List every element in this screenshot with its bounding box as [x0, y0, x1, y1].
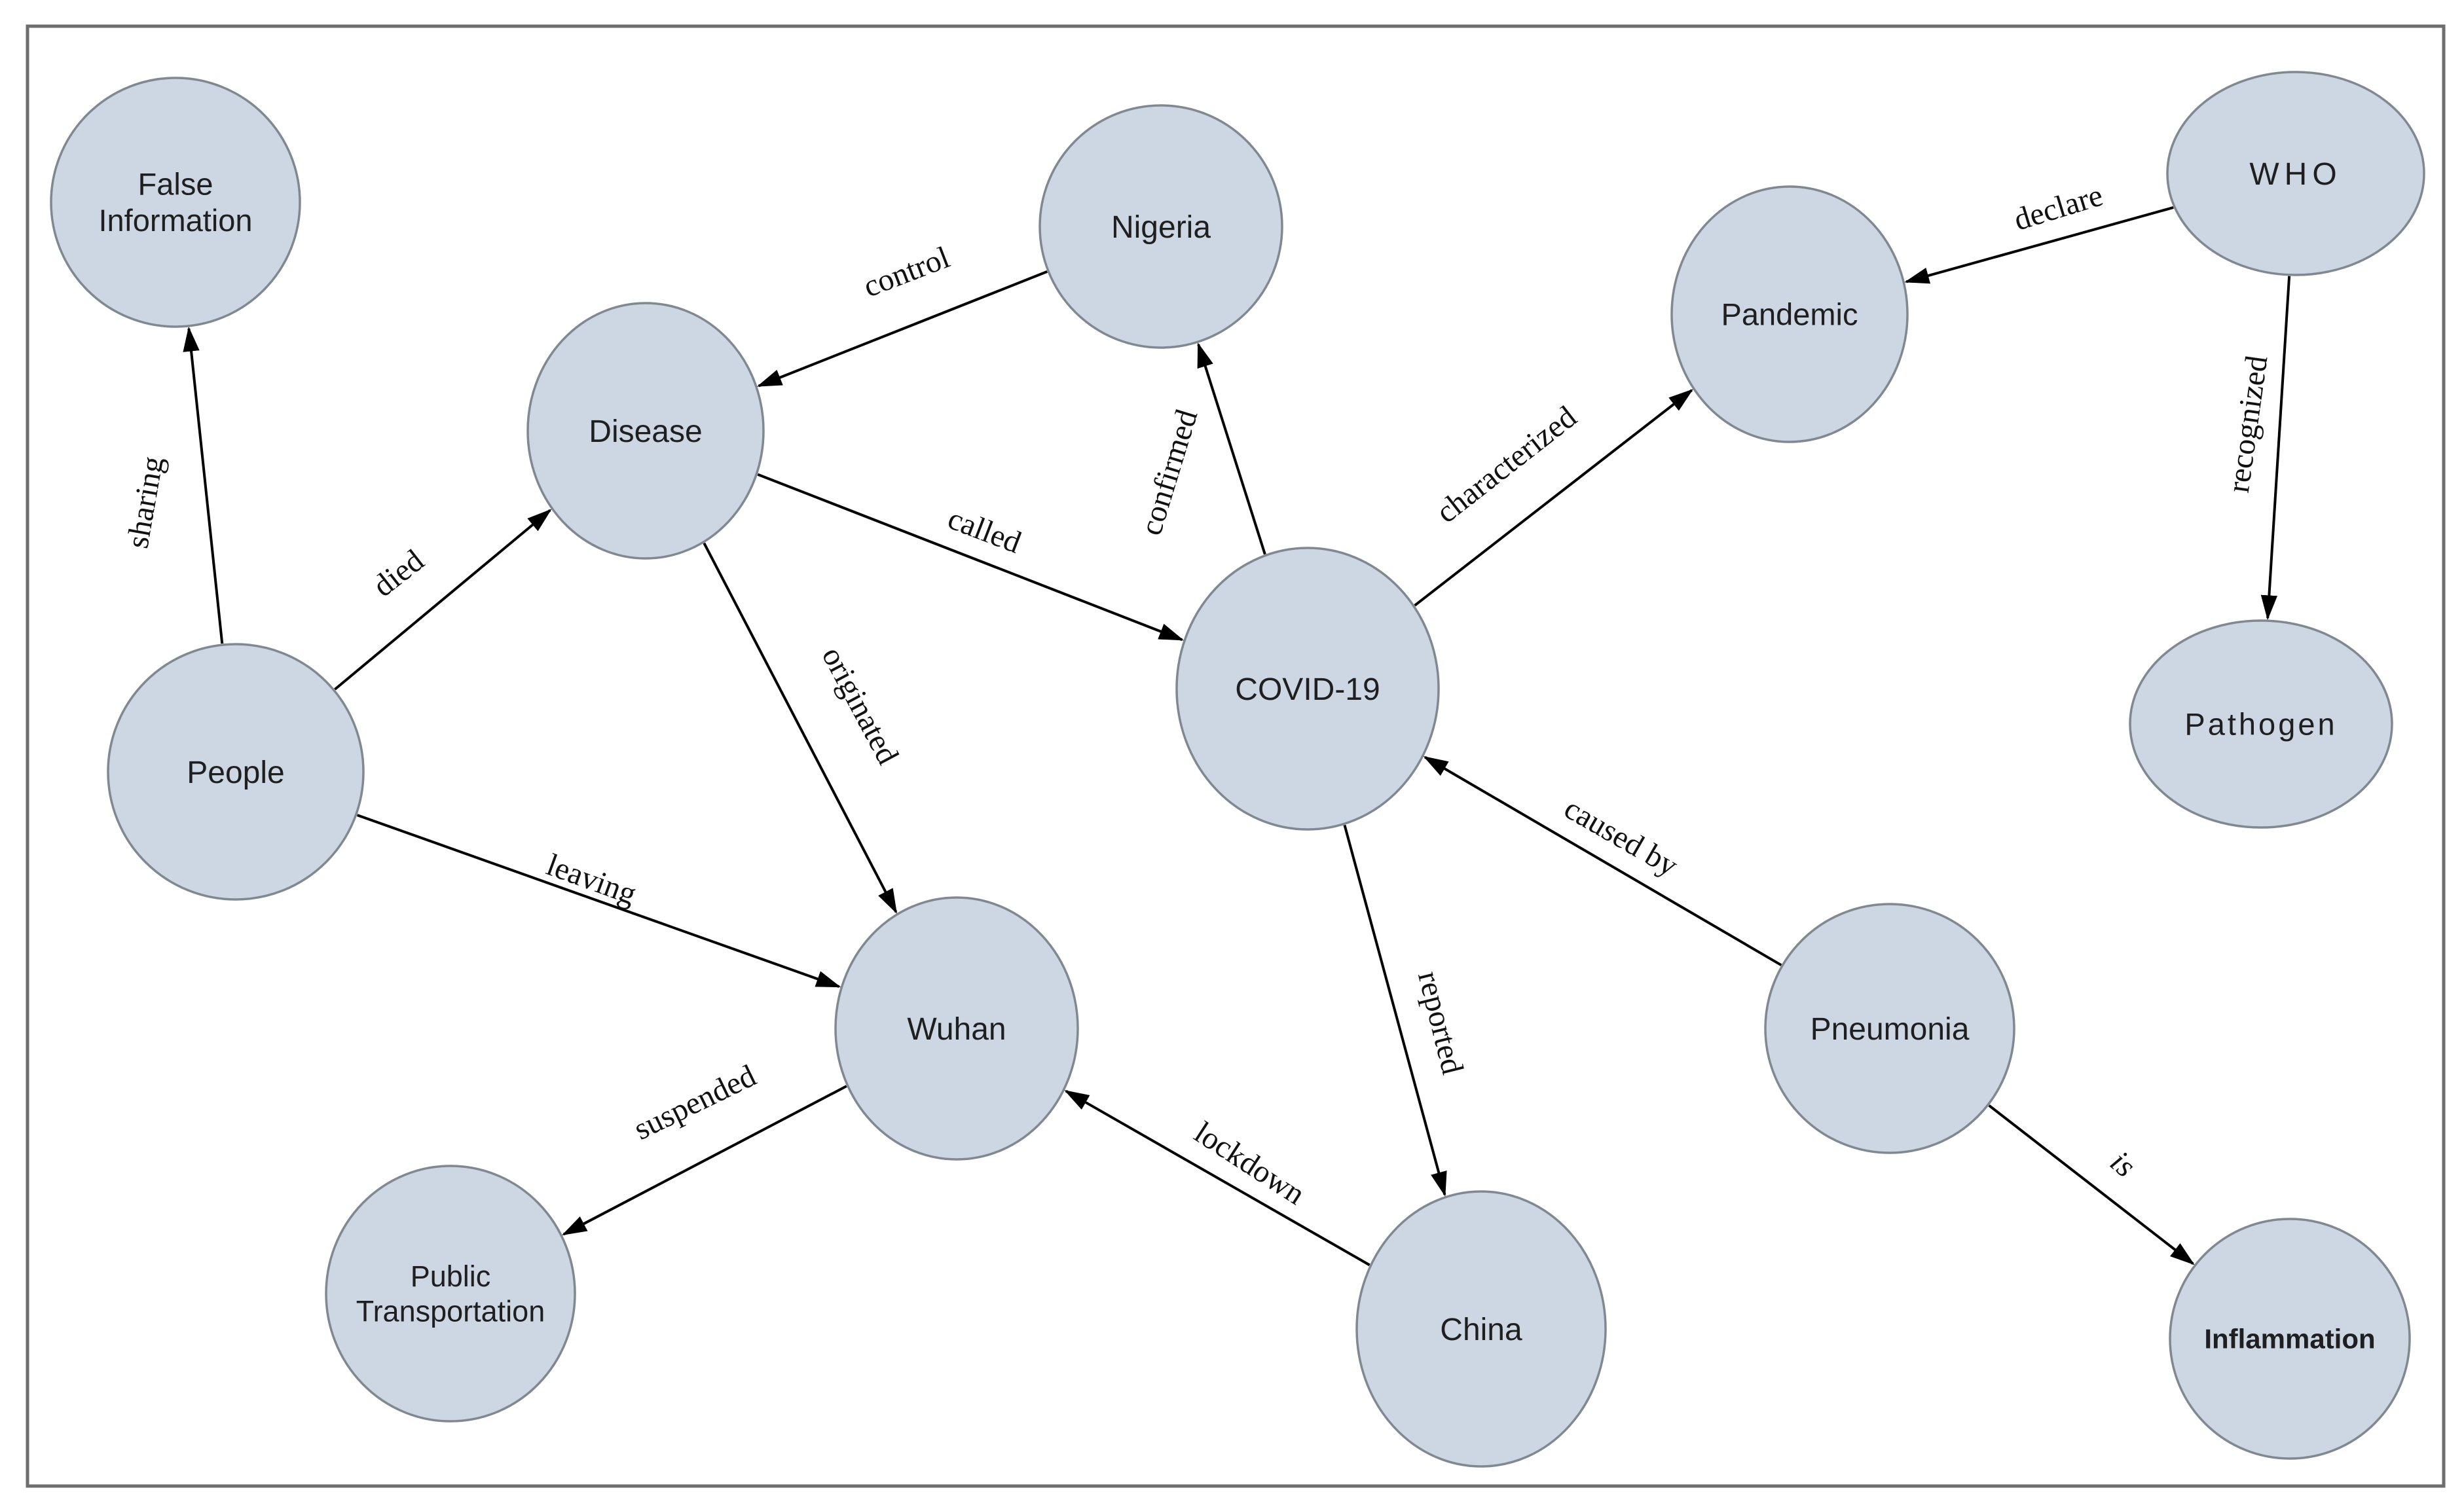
node-label: Disease	[589, 414, 702, 449]
edge-people-to-disease	[334, 509, 552, 691]
edge-label-declare: declare	[2010, 178, 2106, 238]
edge-disease-to-wuhan	[703, 542, 898, 914]
edge-label-is: is	[2104, 1144, 2142, 1184]
node-ellipse	[834, 896, 1079, 1161]
edge-covid-19-to-china	[1343, 824, 1447, 1197]
node-ellipse	[526, 302, 765, 560]
edge-label-control: control	[858, 240, 954, 304]
edge-label-reported: reported	[1411, 968, 1470, 1078]
node-label: Inflammation	[2204, 1324, 2375, 1354]
edge-label-recognized: recognized	[2221, 354, 2275, 495]
edge-label-originated: originated	[815, 641, 906, 770]
node-wuhan: Wuhan	[834, 896, 1079, 1161]
edge-covid-19-to-nigeria	[1197, 342, 1266, 555]
edge-china-to-wuhan	[1064, 1089, 1370, 1267]
node-label: Pneumonia	[1811, 1012, 1970, 1047]
edge-label-sharing: sharing	[120, 454, 170, 551]
node-ellipse	[325, 1165, 576, 1423]
node-pneumonia: Pneumonia	[1764, 903, 2015, 1154]
node-ellipse	[2169, 1218, 2411, 1460]
node-nigeria: Nigeria	[1039, 104, 1283, 349]
frame-border	[26, 24, 2446, 1488]
node-pathogen: Pathogen	[2129, 619, 2393, 829]
node-ellipse	[2166, 71, 2425, 276]
node-ellipse	[1355, 1190, 1607, 1468]
node-who: WHO	[2166, 71, 2425, 276]
node-inflammation: Inflammation	[2169, 1218, 2411, 1460]
edge-label-confirmed: confirmed	[1133, 405, 1204, 539]
node-pandemic: Pandemic	[1670, 185, 1909, 443]
node-label: Nigeria	[1111, 210, 1211, 245]
node-ellipse	[1175, 547, 1440, 831]
edge-covid-19-to-pandemic	[1414, 389, 1694, 607]
edge-who-to-pathogen	[2260, 276, 2291, 621]
node-label: COVID-19	[1235, 672, 1380, 707]
node-ellipse	[2129, 619, 2393, 829]
node-china: China	[1355, 1190, 1607, 1468]
edge-wuhan-to-public-transportation	[561, 1085, 847, 1236]
edge-people-to-wuhan	[356, 814, 841, 988]
edge-label-leaving: leaving	[542, 847, 641, 911]
node-label: Wuhan	[907, 1012, 1006, 1047]
edge-label-died: died	[367, 543, 431, 604]
node-ellipse	[50, 77, 301, 328]
node-covid-19: COVID-19	[1175, 547, 1440, 831]
node-disease: Disease	[526, 302, 765, 560]
edge-pneumonia-to-inflammation	[1988, 1104, 2195, 1265]
edge-who-to-pandemic	[1904, 206, 2174, 284]
edge-people-to-false-information	[183, 326, 224, 644]
edge-layer	[183, 206, 2291, 1267]
node-ellipse	[1764, 903, 2015, 1154]
edge-label-characterized: characterized	[1429, 399, 1583, 530]
node-label: People	[187, 755, 284, 790]
node-label: Pathogen	[2184, 706, 2337, 741]
node-label: Pandemic	[1721, 297, 1858, 331]
edge-nigeria-to-disease	[756, 270, 1048, 388]
node-ellipse	[1670, 185, 1909, 443]
node-ellipse	[1039, 104, 1283, 349]
node-label: China	[1440, 1313, 1522, 1347]
edge-disease-to-covid-19	[757, 473, 1185, 642]
node-label: WHO	[2249, 157, 2342, 192]
edge-pneumonia-to-covid-19	[1423, 755, 1782, 966]
node-people: People	[107, 643, 365, 901]
edge-label-suspended: suspended	[629, 1058, 762, 1146]
node-ellipse	[107, 643, 365, 901]
edge-label-caused-by: caused by	[1558, 791, 1684, 883]
